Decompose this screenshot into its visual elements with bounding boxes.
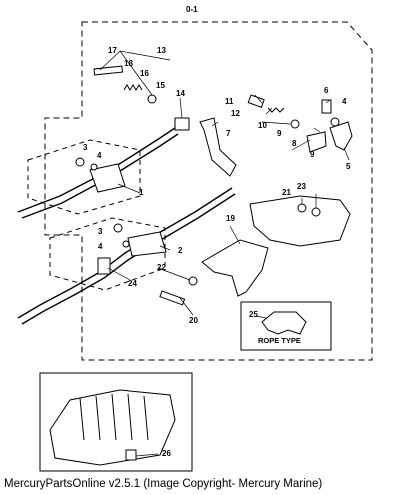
- callout-3-upper: 3: [83, 143, 88, 152]
- callout-15: 15: [156, 81, 165, 90]
- bracket-1: [89, 163, 126, 193]
- callout-11: 11: [225, 97, 234, 106]
- callout-5: 5: [346, 162, 351, 171]
- callout-9-a: 9: [277, 129, 282, 138]
- callout-16: 16: [140, 69, 149, 78]
- bolt-17: [93, 65, 124, 76]
- callout-13: 13: [157, 46, 166, 55]
- washer-10: [290, 119, 300, 129]
- cable-lower: [17, 187, 233, 319]
- callout-19: 19: [226, 214, 235, 223]
- lever-7: [199, 117, 237, 177]
- callout-3-lower: 3: [98, 227, 103, 236]
- nut-26: [125, 449, 137, 461]
- cable-lower-2: [21, 193, 236, 325]
- engine-inset-block: [49, 389, 176, 466]
- callout-9-b: 9: [310, 150, 315, 159]
- callout-4-right: 4: [342, 97, 347, 106]
- bolt-20: [159, 290, 186, 306]
- spring-12: [267, 107, 285, 113]
- callout-group-label: 0-1: [186, 5, 198, 14]
- washer-4-upper: [90, 163, 98, 171]
- nut-23: [311, 207, 321, 217]
- clamp-14: [174, 117, 190, 131]
- link-11: [247, 94, 265, 108]
- callout-7: 7: [226, 129, 231, 138]
- callout-2: 2: [178, 246, 183, 255]
- screw-3-upper: [75, 157, 85, 167]
- washer-21: [297, 203, 307, 213]
- callout-22: 22: [157, 263, 166, 272]
- callout-25: 25: [249, 310, 258, 319]
- washer-4-lower: [122, 240, 130, 248]
- callout-21: 21: [282, 188, 291, 197]
- clip-8: [306, 131, 327, 153]
- rope-type-box: [240, 301, 332, 351]
- copyright-footer: MercuryPartsOnline v2.5.1 (Image Copyrig…: [4, 478, 323, 490]
- bracket-5: [329, 121, 353, 151]
- screw-3-lower: [113, 223, 123, 233]
- callout-6: 6: [324, 86, 329, 95]
- collar-24: [97, 257, 111, 275]
- inset-box-lower: [49, 217, 166, 291]
- washer-15: [147, 94, 157, 104]
- callout-23: 23: [297, 182, 306, 191]
- callout-4-upper: 4: [97, 151, 102, 160]
- washer-22: [188, 276, 198, 286]
- spring-16: [123, 84, 143, 91]
- washer-4-right: [330, 117, 340, 127]
- callout-14: 14: [176, 89, 185, 98]
- callout-4-lower: 4: [98, 242, 103, 251]
- callout-20: 20: [189, 316, 198, 325]
- callout-1: 1: [139, 188, 144, 197]
- screw-6: [321, 99, 332, 114]
- callout-24: 24: [128, 279, 137, 288]
- engine-inset-ribs: [79, 393, 149, 441]
- bracket-19: [201, 239, 269, 297]
- callout-17: 17: [108, 46, 117, 55]
- rope-clip-25: [261, 311, 307, 335]
- inset-box-upper: [27, 139, 141, 215]
- assembly-border: [44, 21, 373, 361]
- callout-12: 12: [231, 109, 240, 118]
- rope-type-label: ROPE TYPE: [258, 336, 301, 345]
- callout-18: 18: [124, 59, 133, 68]
- callout-26: 26: [162, 449, 171, 458]
- bracket-2: [127, 231, 167, 257]
- engine-outline: [249, 195, 351, 247]
- callout-8: 8: [292, 139, 297, 148]
- callout-10: 10: [258, 121, 267, 130]
- engine-inset-box: [39, 372, 193, 472]
